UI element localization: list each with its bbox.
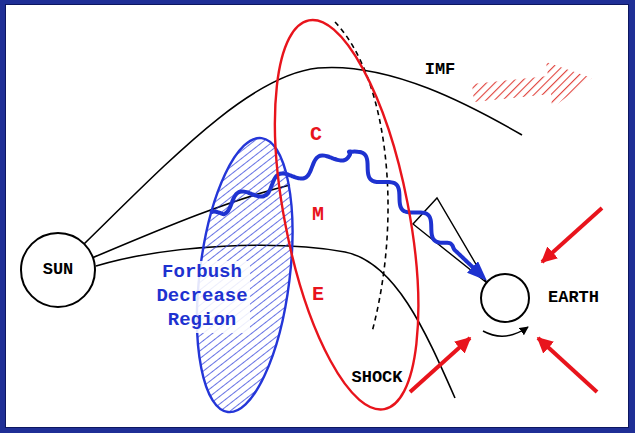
cme-letter: C — [310, 122, 322, 147]
sun-label: SUN — [43, 259, 74, 280]
shock-front — [335, 22, 388, 332]
imf-line — [83, 67, 522, 245]
solar-wind-arrow — [472, 62, 592, 108]
sun-circle: SUN — [20, 232, 96, 308]
red-arrow — [410, 338, 470, 392]
red-arrow — [542, 208, 602, 262]
cme-ellipse: C M E — [271, 16, 422, 413]
cme-letter: E — [312, 282, 324, 307]
cme-ellipse-outline — [271, 16, 422, 413]
cme-ellipse-shape — [248, 9, 445, 421]
earth-label: EARTH — [548, 287, 599, 308]
region-label: Forbush Decrease Region — [154, 261, 249, 332]
shock-label: SHOCK — [351, 367, 402, 388]
rotation-arrow — [483, 327, 528, 336]
forbush-region: Forbush Decrease Region — [193, 134, 296, 416]
earth-circle: EARTH — [480, 273, 530, 323]
red-arrow — [538, 338, 597, 392]
imf-label: IMF — [425, 59, 456, 80]
cme-letter: M — [312, 202, 324, 227]
